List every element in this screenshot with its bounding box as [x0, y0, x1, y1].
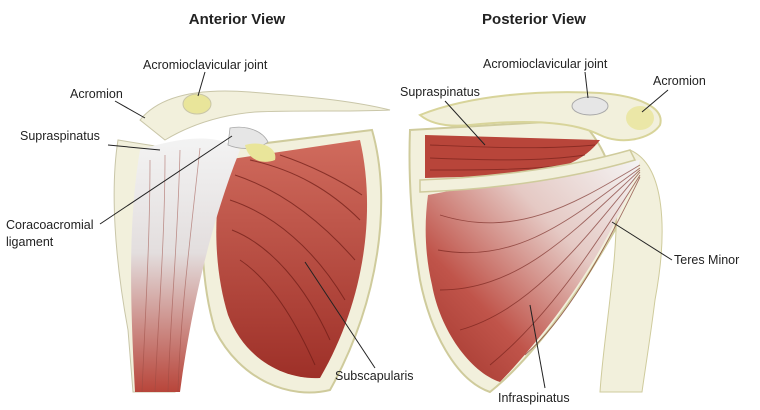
posterior-label-acromion: Acromion — [653, 74, 706, 88]
posterior-acromion-cartilage — [626, 106, 654, 130]
posterior-label-supraspinatus: Supraspinatus — [400, 85, 480, 99]
anterior-leader-acromion — [115, 101, 145, 118]
anterior-label-coracoacromial-line1: Coracoacromial — [6, 218, 94, 232]
anterior-label-acromion: Acromion — [70, 87, 123, 101]
posterior-label-infraspinatus: Infraspinatus — [498, 391, 570, 405]
posterior-label-teres-minor: Teres Minor — [674, 253, 739, 267]
posterior-view-title: Posterior View — [482, 11, 586, 28]
anterior-label-subscapularis: Subscapularis — [335, 369, 414, 383]
anterior-label-supraspinatus: Supraspinatus — [20, 129, 100, 143]
posterior-label-acromioclavicular-joint: Acromioclavicular joint — [483, 57, 608, 71]
anterior-ac-joint — [183, 94, 211, 114]
posterior-ac-joint — [572, 97, 608, 115]
anterior-label-acromioclavicular-joint: Acromioclavicular joint — [143, 58, 268, 72]
anterior-view — [114, 91, 390, 393]
anterior-view-title: Anterior View — [189, 11, 286, 28]
posterior-view — [409, 92, 662, 392]
anterior-label-coracoacromial-line2: ligament — [6, 235, 54, 249]
